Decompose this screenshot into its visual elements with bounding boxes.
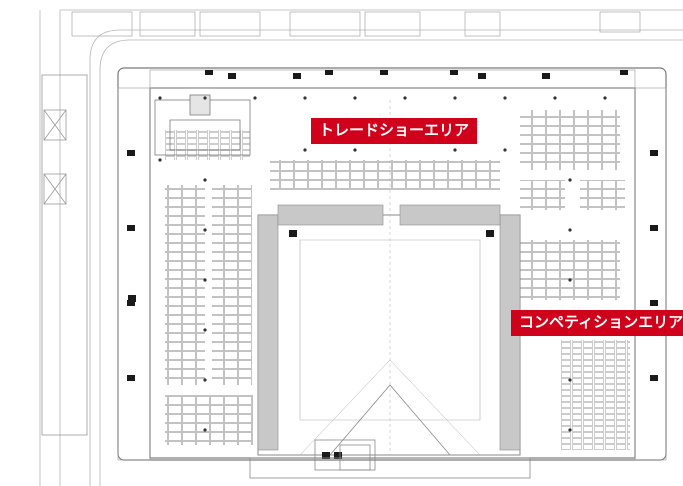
columns [158, 96, 607, 432]
left-structures [41, 74, 88, 436]
markers [127, 70, 658, 459]
central-arena [257, 100, 521, 456]
trade-show-area-label: トレードショーエリア [311, 118, 478, 144]
stage-block [154, 94, 251, 156]
site-outline [39, 9, 683, 486]
competition-rows [520, 240, 630, 450]
perimeter-booths [117, 69, 667, 461]
bottom-entrance [249, 439, 531, 479]
competition-area-label: コンペティションエリア [511, 310, 683, 336]
parking-top [71, 11, 641, 37]
